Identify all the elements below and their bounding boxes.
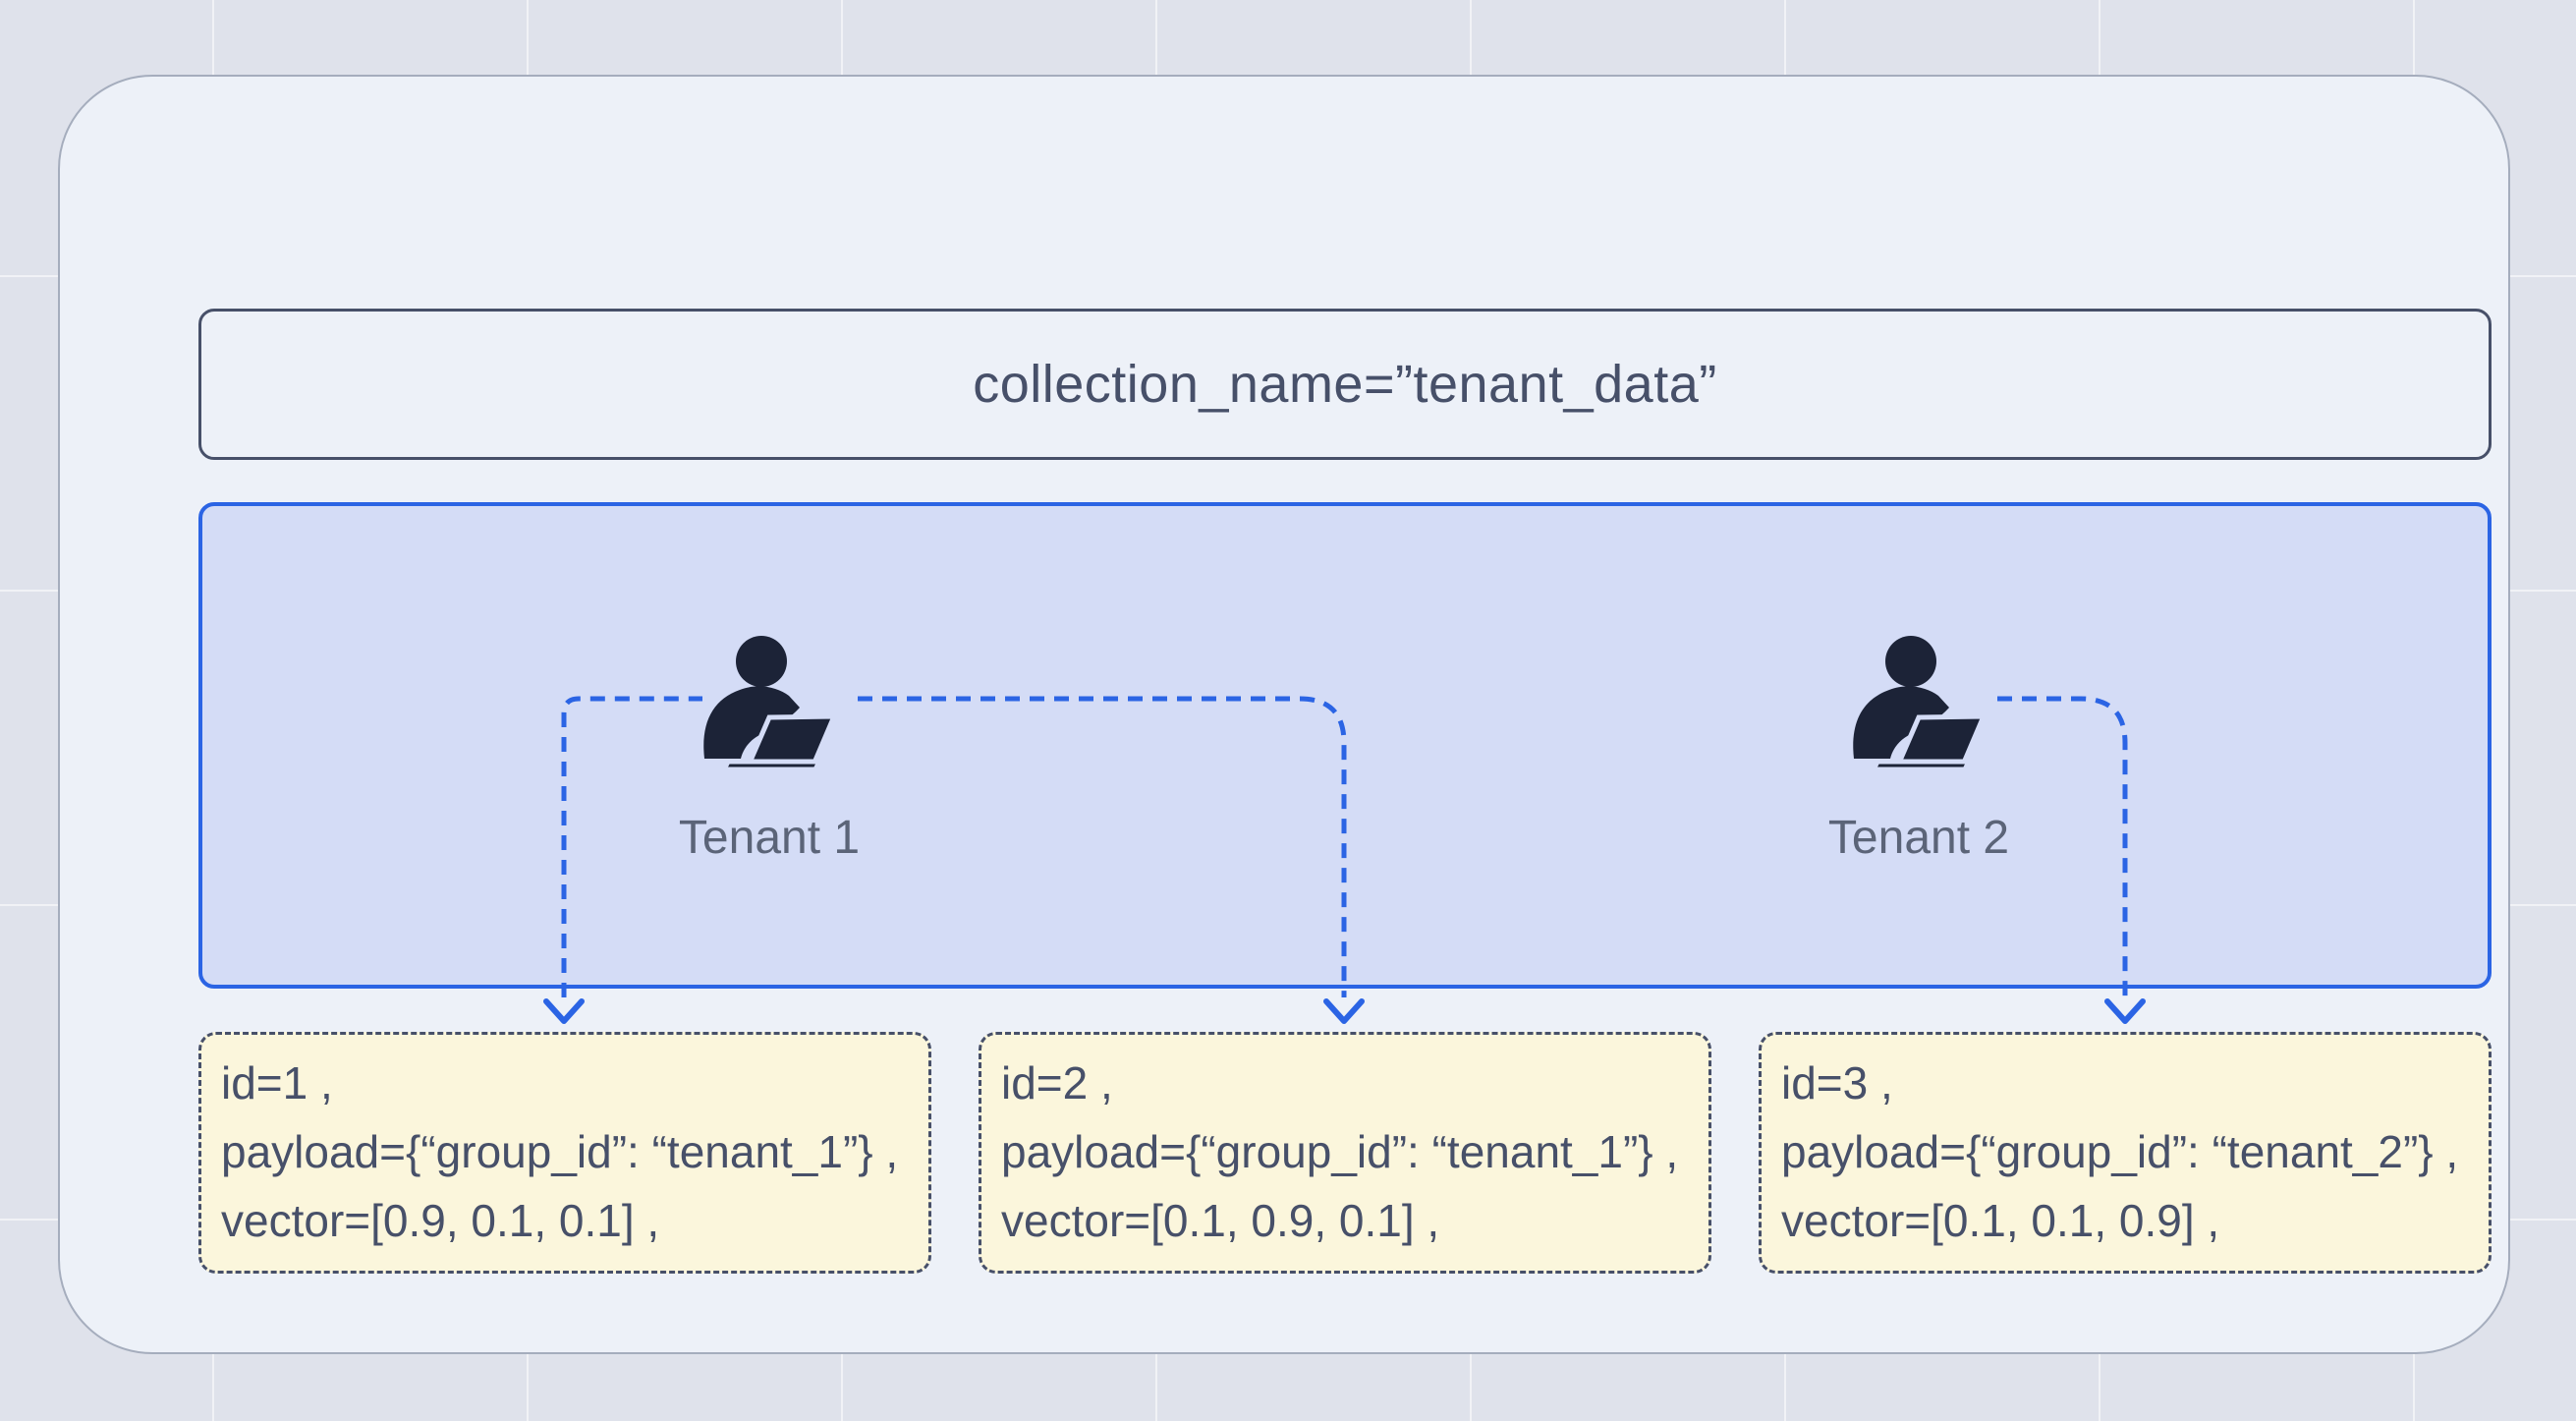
point-3-vector: vector=[0.1, 0.1, 0.9] , <box>1781 1195 2220 1246</box>
point-3-payload: payload={“group_id”: “tenant_2”} , <box>1781 1126 2459 1177</box>
collection-name-box: collection_name=”tenant_data” <box>198 309 2492 460</box>
point-2-payload: payload={“group_id”: “tenant_1”} , <box>1001 1126 1679 1177</box>
point-card-1: id=1 , payload={“group_id”: “tenant_1”} … <box>198 1032 931 1274</box>
point-3-id: id=3 , <box>1781 1057 1893 1108</box>
collection-card: collection_name=”tenant_data” Tenant 1 <box>58 75 2510 1354</box>
point-2-vector: vector=[0.1, 0.9, 0.1] , <box>1001 1195 1440 1246</box>
down-chevron-arrow-3 <box>2104 998 2146 1024</box>
collection-name-label: collection_name=”tenant_data” <box>973 355 1717 414</box>
down-chevron-arrow-1 <box>543 998 585 1024</box>
tenant-1-label: Tenant 1 <box>678 812 861 864</box>
tenant-2-label: Tenant 2 <box>1827 812 2010 864</box>
point-card-2: id=2 , payload={“group_id”: “tenant_1”} … <box>979 1032 1711 1274</box>
point-1-vector: vector=[0.9, 0.1, 0.1] , <box>221 1195 660 1246</box>
point-1-id: id=1 , <box>221 1057 333 1108</box>
point-1-payload: payload={“group_id”: “tenant_1”} , <box>221 1126 899 1177</box>
point-card-3: id=3 , payload={“group_id”: “tenant_2”} … <box>1759 1032 2492 1274</box>
point-2-id: id=2 , <box>1001 1057 1113 1108</box>
tenants-box <box>198 502 2492 989</box>
down-chevron-arrow-2 <box>1323 998 1365 1024</box>
person-at-laptop-icon <box>703 636 838 772</box>
person-at-laptop-icon <box>1853 636 1988 772</box>
